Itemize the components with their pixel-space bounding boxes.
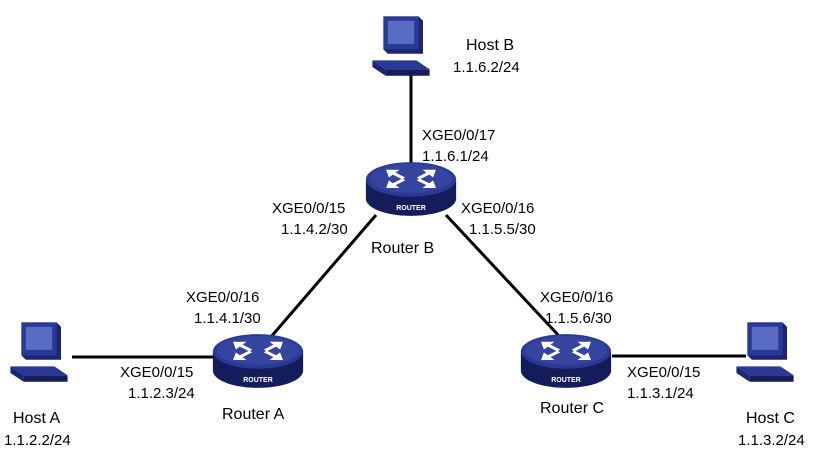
host-a-ip: 1.1.2.2/24 (4, 432, 71, 449)
router-a-host-port: XGE0/0/15 (120, 364, 194, 381)
router-b-icon[interactable]: ROUTER (365, 162, 457, 216)
router-a-icon[interactable]: ROUTER (212, 334, 304, 388)
router-b-to-c-ip: 1.1.5.5/30 (469, 221, 536, 238)
host-c-icon[interactable] (736, 322, 794, 382)
router-a-to-b-ip: 1.1.4.1/30 (194, 310, 261, 327)
router-b-host-ip: 1.1.6.1/24 (422, 148, 489, 165)
router-c-to-b-port: XGE0/0/16 (540, 289, 614, 306)
router-c-icon[interactable]: ROUTER (520, 334, 612, 388)
host-a-label: Host A (13, 410, 61, 427)
router-c-host-port: XGE0/0/15 (627, 364, 701, 381)
router-b-label: Router B (371, 240, 435, 257)
router-b-to-c-port: XGE0/0/16 (461, 200, 535, 217)
host-a-icon[interactable] (10, 322, 68, 382)
router-b-badge: ROUTER (396, 205, 426, 212)
host-b-icon[interactable] (372, 16, 430, 76)
router-a-to-b-port: XGE0/0/16 (186, 289, 260, 306)
router-c-badge: ROUTER (551, 377, 581, 384)
host-c-ip: 1.1.3.2/24 (738, 432, 805, 449)
host-b-ip: 1.1.6.2/24 (453, 59, 520, 76)
router-b-host-port: XGE0/0/17 (422, 127, 496, 144)
router-a-badge: ROUTER (243, 377, 273, 384)
router-c-host-ip: 1.1.3.1/24 (627, 385, 694, 402)
router-b-to-a-port: XGE0/0/15 (272, 200, 346, 217)
router-c-to-b-ip: 1.1.5.6/30 (545, 310, 612, 327)
host-c-label: Host C (746, 410, 795, 427)
host-b-label: Host B (466, 37, 515, 54)
router-a-label: Router A (222, 406, 285, 423)
router-c-label: Router C (540, 400, 605, 417)
router-b-to-a-ip: 1.1.4.2/30 (281, 221, 348, 238)
link-routerb-routera (268, 214, 378, 339)
router-a-host-ip: 1.1.2.3/24 (128, 385, 195, 402)
link-routerb-routerc (444, 213, 562, 339)
